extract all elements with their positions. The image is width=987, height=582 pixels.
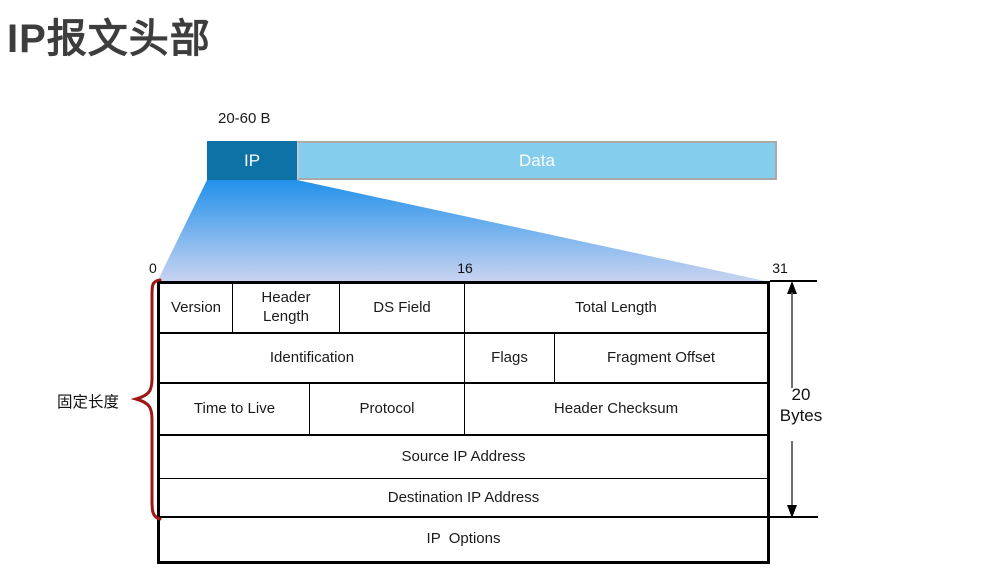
- arrow-up-icon: [787, 281, 797, 294]
- table-row: Version Header Length DS Field Total Len…: [160, 284, 767, 334]
- arrow-down-icon: [787, 505, 797, 518]
- fixed-length-label: 固定长度: [57, 394, 120, 411]
- left-curly-brace-icon: [130, 278, 162, 521]
- field-flags: Flags: [465, 334, 555, 382]
- table-row: Identification Flags Fragment Offset: [160, 334, 767, 384]
- bit-ruler-31: 31: [772, 260, 788, 276]
- byte-size-value: 20: [791, 385, 811, 404]
- bit-ruler-16: 16: [457, 260, 473, 276]
- field-ip-options: IP Options: [426, 529, 501, 547]
- zoom-fan-shape: [157, 180, 770, 282]
- field-time-to-live: Time to Live: [160, 384, 310, 434]
- zoom-trapezoid: [157, 180, 770, 282]
- table-row: IP Options: [160, 517, 767, 561]
- field-ds-field: DS Field: [340, 284, 465, 332]
- ip-header-segment: IP: [207, 141, 297, 180]
- dimension-tick-top: [770, 280, 817, 282]
- byte-size-annotation: 20 Bytes: [774, 385, 828, 426]
- table-row: Destination IP Address: [160, 479, 767, 517]
- field-source-ip: Source IP Address: [401, 447, 526, 465]
- field-header-length: Header Length: [233, 284, 340, 332]
- packet-size-label: 20-60 B: [218, 110, 271, 127]
- data-segment: Data: [297, 141, 777, 180]
- byte-size-unit: Bytes: [779, 405, 823, 425]
- fixed-header-divider-extension: [157, 516, 818, 518]
- field-version: Version: [160, 284, 233, 332]
- field-identification: Identification: [160, 334, 465, 382]
- table-row: Source IP Address: [160, 436, 767, 479]
- table-row: Time to Live Protocol Header Checksum: [160, 384, 767, 436]
- field-protocol: Protocol: [310, 384, 465, 434]
- field-fragment-offset: Fragment Offset: [606, 348, 716, 366]
- packet-bar: IP Data: [207, 141, 777, 180]
- bit-ruler-0: 0: [149, 260, 157, 276]
- field-total-length: Total Length: [575, 298, 657, 316]
- field-destination-ip: Destination IP Address: [387, 488, 540, 506]
- byte-range-arrow: [787, 281, 797, 518]
- field-header-checksum: Header Checksum: [553, 399, 679, 417]
- page-title: IP报文头部: [7, 17, 211, 61]
- ip-header-table: Version Header Length DS Field Total Len…: [157, 281, 770, 564]
- fixed-length-brace: [130, 278, 162, 521]
